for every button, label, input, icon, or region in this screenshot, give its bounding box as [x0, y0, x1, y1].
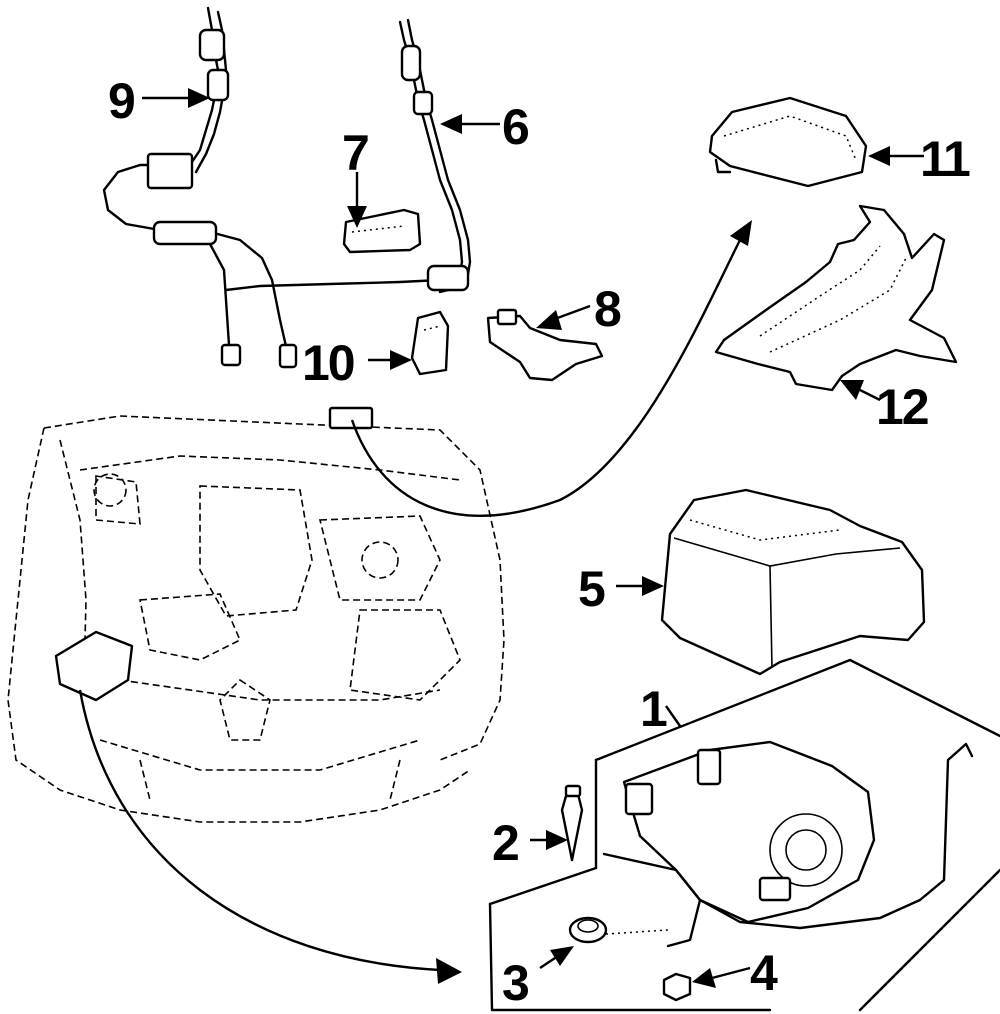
callout-7: 7: [342, 125, 368, 181]
part-5-cover: [660, 488, 926, 676]
part-3-nut: [568, 916, 669, 944]
vehicle-engine-bay: [7, 415, 505, 823]
callout-11: 11: [920, 131, 970, 187]
part-9-cable-harness: [102, 6, 442, 369]
part-7-bracket: [342, 208, 422, 254]
location-arrow-upper: [350, 220, 752, 517]
callout-3: 3: [502, 955, 528, 1011]
connector-upper: [328, 406, 374, 430]
part-10-clip: [410, 310, 450, 376]
callout-1: 1: [640, 681, 667, 737]
part-4-nut: [662, 972, 692, 1002]
callout-6: 6: [502, 99, 528, 155]
callout-10: 10: [302, 335, 354, 391]
callout-9: 9: [108, 73, 134, 129]
connector-engine-bay: [54, 630, 134, 702]
leader-lines: [142, 88, 924, 988]
part-8-bracket: [486, 308, 604, 382]
part-12-bracket: [714, 204, 958, 392]
callout-5: 5: [578, 561, 605, 617]
callout-labels: 9 6 7 8 10 11 12 5 1 2 3 4: [108, 73, 972, 1011]
location-arrow-lower: [78, 689, 462, 984]
part-1-module-assembly: [488, 658, 1000, 1012]
callout-8: 8: [594, 281, 621, 337]
callout-2: 2: [492, 815, 518, 871]
part-11-cover: [708, 96, 868, 188]
part-2-bolt: [560, 784, 584, 862]
part-6-cable: [398, 18, 472, 294]
callout-4: 4: [750, 945, 778, 1001]
callout-12: 12: [876, 379, 928, 435]
